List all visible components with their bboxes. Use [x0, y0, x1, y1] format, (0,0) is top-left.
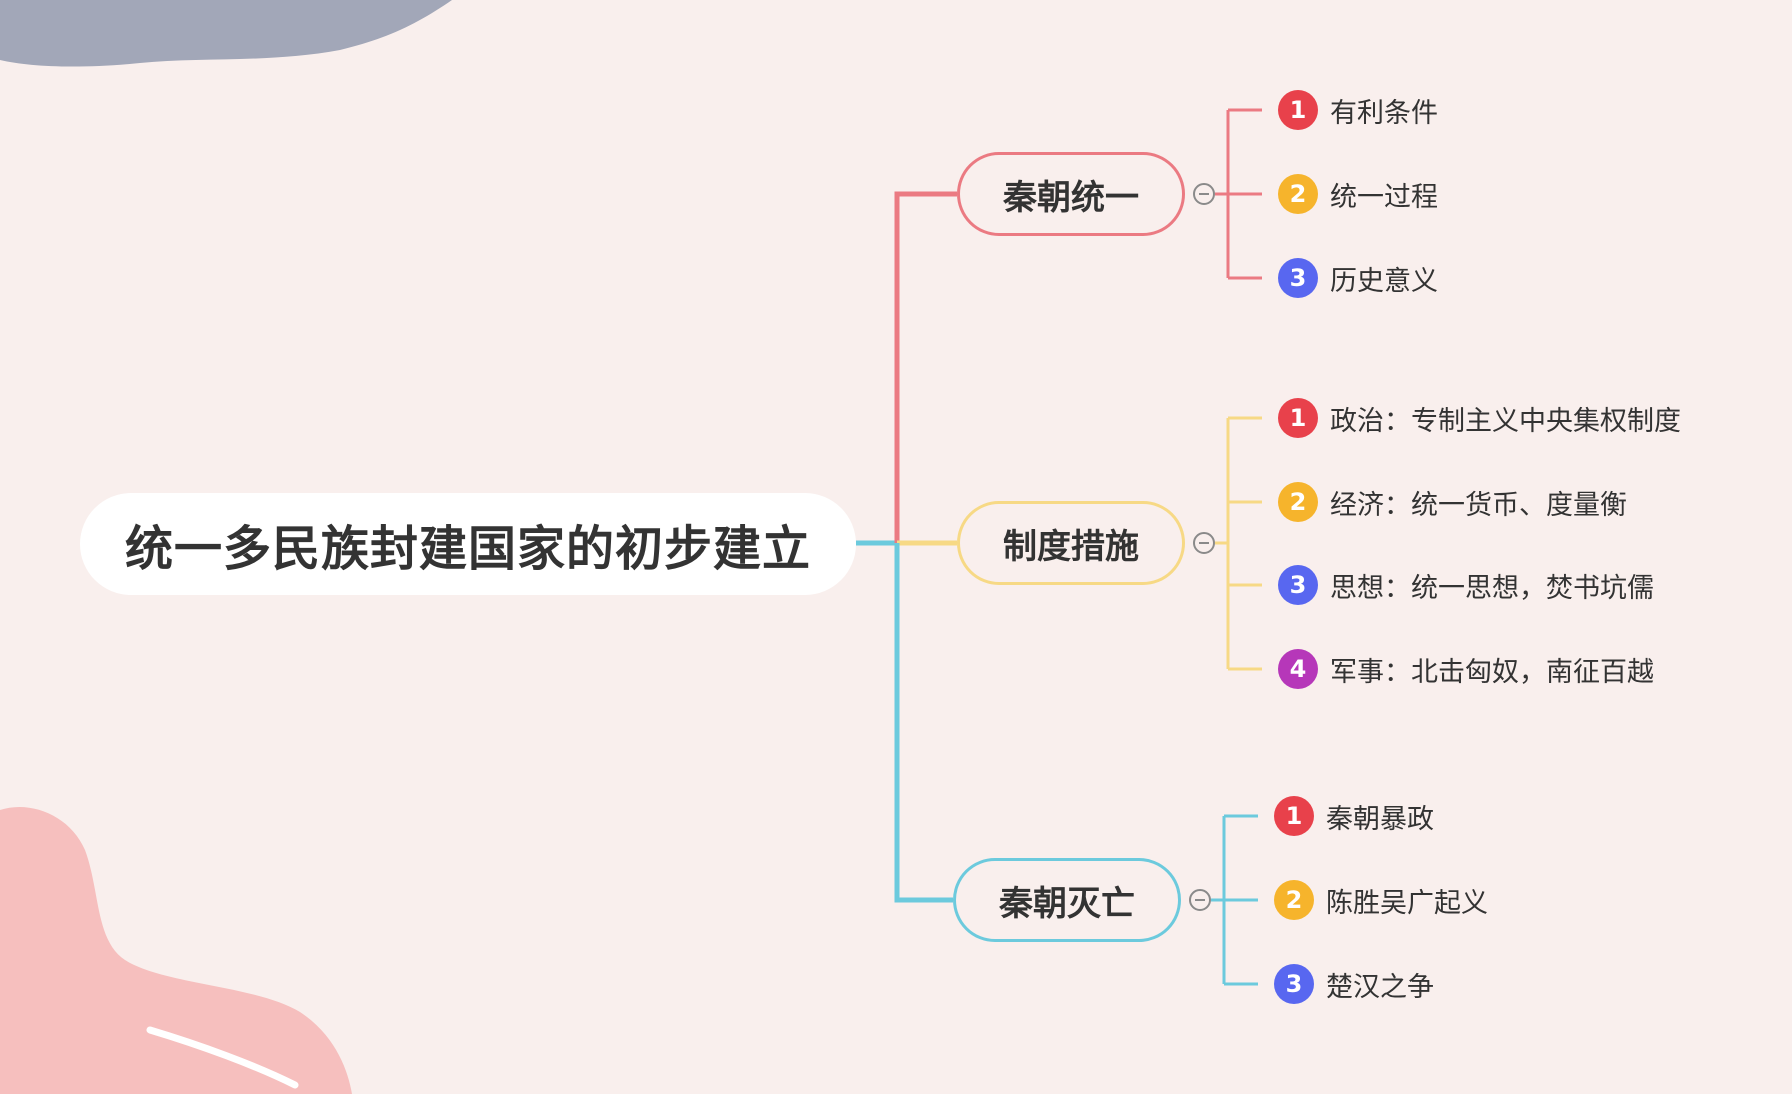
decorative-blob-top: [0, 0, 452, 67]
collapse-toggle-icon[interactable]: [1193, 183, 1215, 205]
number-badge: 2: [1274, 880, 1314, 920]
connector-branch-1: [1215, 108, 1262, 280]
subtopic-label: 秦朝暴政: [1326, 803, 1434, 835]
decorative-blob-bottom: [0, 806, 352, 1094]
branch-topic-1[interactable]: 秦朝统一: [957, 152, 1185, 236]
subtopic-label: 军事：北击匈奴，南征百越: [1330, 656, 1654, 688]
branch-topic-2[interactable]: 制度措施: [957, 501, 1185, 585]
decorative-highlight-stroke: [146, 1026, 299, 1089]
subtopic-label: 有利条件: [1330, 97, 1438, 129]
collapse-toggle-icon[interactable]: [1189, 889, 1211, 911]
subtopic-label: 经济：统一货币、度量衡: [1330, 489, 1627, 521]
central-topic[interactable]: 统一多民族封建国家的初步建立: [80, 493, 856, 595]
subtopic-item[interactable]: 3 历史意义: [1278, 256, 1438, 300]
number-badge: 2: [1278, 174, 1318, 214]
number-badge: 3: [1278, 565, 1318, 605]
number-badge: 4: [1278, 649, 1318, 689]
subtopic-item[interactable]: 3 思想：统一思想，焚书坑儒: [1278, 563, 1654, 607]
subtopic-label: 统一过程: [1330, 181, 1438, 213]
subtopic-item[interactable]: 2 统一过程: [1278, 172, 1438, 216]
subtopic-label: 历史意义: [1330, 265, 1438, 297]
subtopic-item[interactable]: 3 楚汉之争: [1274, 962, 1434, 1006]
number-badge: 2: [1278, 482, 1318, 522]
subtopic-item[interactable]: 1 政治：专制主义中央集权制度: [1278, 396, 1681, 440]
connector-branch-2: [1215, 416, 1262, 671]
subtopic-item[interactable]: 2 经济：统一货币、度量衡: [1278, 480, 1627, 524]
trunk-branch-1: [894, 191, 957, 543]
subtopic-item[interactable]: 4 军事：北击匈奴，南征百越: [1278, 647, 1654, 691]
number-badge: 1: [1278, 398, 1318, 438]
subtopic-item[interactable]: 1 有利条件: [1278, 88, 1438, 132]
number-badge: 1: [1274, 796, 1314, 836]
collapse-toggle-icon[interactable]: [1193, 532, 1215, 554]
subtopic-item[interactable]: 2 陈胜吴广起义: [1274, 878, 1488, 922]
subtopic-label: 陈胜吴广起义: [1326, 887, 1488, 919]
subtopic-label: 楚汉之争: [1326, 971, 1434, 1003]
subtopic-label: 政治：专制主义中央集权制度: [1330, 405, 1681, 437]
number-badge: 1: [1278, 90, 1318, 130]
subtopic-label: 思想：统一思想，焚书坑儒: [1330, 572, 1654, 604]
number-badge: 3: [1278, 258, 1318, 298]
connector-branch-3: [1211, 814, 1258, 986]
subtopic-item[interactable]: 1 秦朝暴政: [1274, 794, 1434, 838]
branch-topic-3[interactable]: 秦朝灭亡: [953, 858, 1181, 942]
number-badge: 3: [1274, 964, 1314, 1004]
trunk-branch-3: [894, 543, 953, 903]
